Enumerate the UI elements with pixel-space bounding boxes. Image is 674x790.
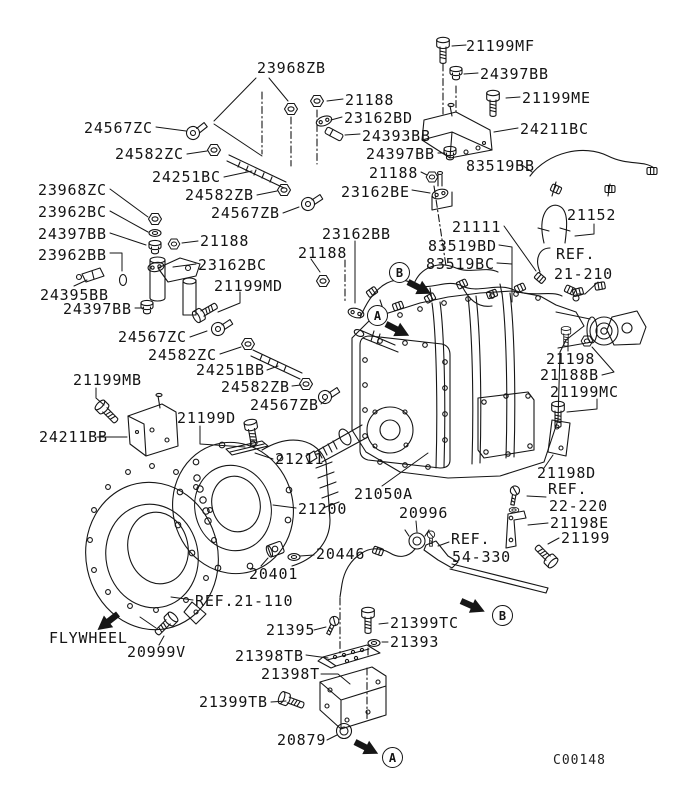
part-label: 21-210	[554, 265, 613, 283]
input-shaft	[305, 424, 369, 464]
part-label: 83519BC	[426, 255, 495, 273]
callout-b: B	[492, 605, 513, 626]
part-label: 21188	[369, 164, 419, 182]
part-label: 23162BD	[344, 109, 413, 127]
part-label: 24582ZC	[148, 346, 217, 364]
clutch-housing	[172, 439, 340, 575]
diagram-code: C00148	[553, 753, 606, 768]
callout-a: A	[367, 305, 388, 326]
part-label: 24211BC	[520, 120, 589, 138]
part-label: 21188B	[540, 366, 599, 384]
part-label: 24251BC	[152, 168, 221, 186]
upper-shaft	[353, 329, 399, 353]
part-label: REF.	[548, 480, 588, 498]
part-label: 21398T	[261, 665, 320, 683]
part-label: 20401	[249, 565, 299, 583]
part-label: 20879	[277, 731, 327, 749]
part-label: 24567ZB	[250, 396, 319, 414]
part-label: REF.	[451, 530, 491, 548]
part-label: 24251BB	[196, 361, 265, 379]
part-label: 23962BC	[38, 203, 107, 221]
leader-lines	[73, 44, 615, 741]
part-label: 23162BC	[198, 256, 267, 274]
gasket-21211	[225, 440, 269, 456]
part-label: 24567ZB	[211, 204, 280, 222]
callout-a: A	[382, 747, 403, 768]
shift-linkage-parts	[75, 65, 463, 406]
part-label: 21399TC	[390, 614, 459, 632]
part-label: 83519BD	[428, 237, 497, 255]
part-label: 24582ZC	[115, 145, 184, 163]
part-label: 20446	[316, 545, 366, 563]
part-label: 21050A	[354, 485, 413, 503]
direction-arrow	[459, 598, 485, 613]
part-label: 21398TB	[235, 647, 304, 665]
part-label: 21198D	[537, 464, 596, 482]
bottom-bracket-group	[317, 644, 387, 740]
part-label: 21199MC	[550, 383, 619, 401]
flywheel-housing-plate	[85, 463, 219, 631]
part-label: 23968ZC	[38, 181, 107, 199]
part-label: 24397BB	[480, 65, 549, 83]
part-label: 20996	[399, 504, 449, 522]
part-label: 23162BE	[341, 183, 410, 201]
direction-arrow	[384, 321, 410, 337]
hoses	[529, 149, 658, 302]
part-label: 24395BB	[40, 286, 109, 304]
part-label: 21152	[567, 206, 617, 224]
sensor-and-lever	[339, 529, 549, 598]
part-label: 24397BB	[366, 145, 435, 163]
part-label: 24211BB	[39, 428, 108, 446]
part-label: 23968ZB	[257, 59, 326, 77]
part-label: 21188	[345, 91, 395, 109]
part-label: 21199MB	[73, 371, 142, 389]
part-label: 24582ZB	[185, 186, 254, 204]
fastener-parts	[93, 36, 594, 713]
phantom-axis-lines	[261, 63, 457, 721]
part-label: FLYWHEEL	[49, 629, 128, 647]
part-label: 24567ZC	[84, 119, 153, 137]
part-label: 21393	[390, 633, 440, 651]
part-label: 83519BB	[466, 157, 535, 175]
part-label: 21211	[275, 450, 325, 468]
part-label: 24397BB	[38, 225, 107, 243]
part-label: 24582ZB	[221, 378, 290, 396]
part-label: 24393BB	[362, 127, 431, 145]
part-label: 24567ZC	[118, 328, 187, 346]
part-label: 22-220	[549, 497, 608, 515]
part-label: 54-330	[452, 548, 511, 566]
direction-arrows	[97, 279, 485, 755]
direction-arrow	[406, 279, 432, 295]
part-label: 21199ME	[522, 89, 591, 107]
part-label: REF.21-110	[195, 592, 294, 610]
part-label: 21395	[266, 621, 316, 639]
part-label: 21399TB	[199, 693, 268, 711]
part-label: 24397BB	[63, 300, 132, 318]
part-label: 21199	[561, 529, 611, 547]
direction-arrow	[97, 611, 120, 631]
part-label: 23162BB	[322, 225, 391, 243]
part-label: 21198	[546, 350, 596, 368]
part-label: 21198E	[550, 514, 609, 532]
transmission-case	[305, 290, 647, 479]
part-label: 20999V	[127, 643, 186, 661]
direction-arrow	[353, 739, 379, 755]
part-label: 21188	[298, 244, 348, 262]
part-label: 21199MD	[214, 277, 283, 295]
part-label: 21200	[298, 500, 348, 518]
part-label: 21188	[200, 232, 250, 250]
part-label: 21111	[452, 218, 502, 236]
brackets	[127, 102, 571, 549]
part-label: 23962BB	[38, 246, 107, 264]
part-label: 21199D	[177, 409, 236, 427]
part-label: REF.	[556, 245, 596, 263]
callout-b: B	[389, 262, 410, 283]
part-label: 21199MF	[466, 37, 535, 55]
